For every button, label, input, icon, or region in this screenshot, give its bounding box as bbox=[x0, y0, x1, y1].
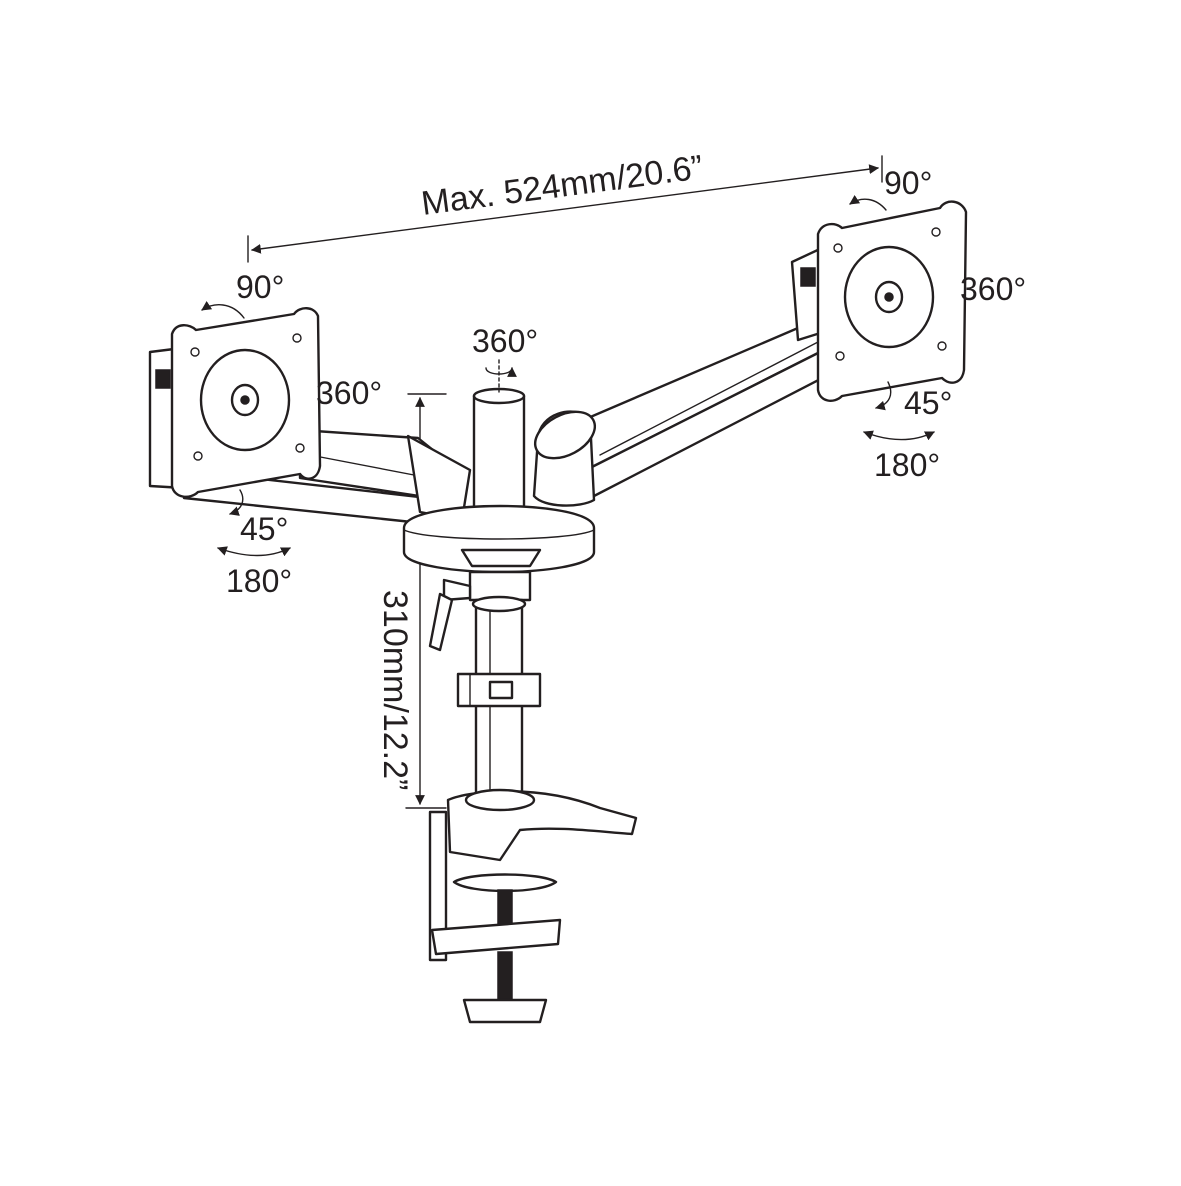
right-swivel-label: 360° bbox=[960, 271, 1026, 307]
clamp-lower-plate bbox=[430, 918, 562, 956]
top-pole bbox=[472, 394, 526, 518]
right-vesa-hole bbox=[835, 351, 845, 361]
left-vesa-hole bbox=[292, 333, 302, 343]
width-dimension-label: Max. 524mm/20.6” bbox=[419, 148, 705, 223]
left-vesa-plate bbox=[170, 307, 322, 498]
left-vesa-bolt bbox=[240, 395, 250, 405]
right-rotation-label: 90° bbox=[884, 165, 932, 201]
clamp-knob bbox=[462, 998, 548, 1024]
right-vesa-hole bbox=[937, 341, 947, 351]
left-vesa-hole bbox=[190, 347, 200, 357]
height-stop-screw bbox=[488, 680, 514, 700]
labels: 90° 360° 45° 180° 360° 90° 360° 45° 180° bbox=[226, 165, 1026, 599]
right-arm bbox=[532, 246, 836, 507]
left-tilt-label: 45° bbox=[240, 511, 288, 547]
right-vesa-hole bbox=[833, 243, 843, 253]
right-vesa-plate bbox=[816, 200, 968, 402]
pole-ring bbox=[471, 595, 527, 613]
right-arm-joint-cap bbox=[534, 410, 596, 460]
base-socket bbox=[464, 788, 536, 812]
right-tilt-arrow bbox=[875, 381, 892, 411]
width-dimension-line bbox=[251, 164, 879, 254]
right-vesa-hole bbox=[931, 227, 941, 237]
top-pole-cap bbox=[472, 387, 526, 405]
right-pan-label: 180° bbox=[874, 447, 940, 483]
collar-edge bbox=[403, 529, 595, 540]
lever-pivot bbox=[442, 578, 472, 602]
right-tilt-label: 45° bbox=[904, 385, 952, 421]
width-dimension: Max. 524mm/20.6” bbox=[247, 148, 883, 263]
left-tilt-arrow bbox=[229, 489, 244, 516]
clamp-top-pad bbox=[452, 873, 558, 893]
motion-arrows bbox=[201, 195, 935, 557]
left-pan-label: 180° bbox=[226, 563, 292, 599]
left-hinge-knob bbox=[155, 369, 171, 389]
pole-rotation-label: 360° bbox=[472, 323, 538, 359]
right-vesa-bolt bbox=[884, 292, 894, 302]
lever-handle bbox=[428, 592, 454, 652]
center-column bbox=[402, 387, 596, 802]
height-dimension-label: 310mm/12.2” bbox=[376, 590, 414, 790]
clamp-screw-lower bbox=[497, 951, 513, 1003]
left-pan-arrow bbox=[217, 546, 291, 557]
desk-clamp bbox=[428, 788, 638, 1024]
left-rotation-label: 90° bbox=[236, 269, 284, 305]
left-vesa-hole bbox=[193, 451, 203, 461]
collar-clamp bbox=[460, 548, 542, 568]
left-vesa-hole bbox=[295, 443, 305, 453]
left-swivel-label: 360° bbox=[316, 375, 382, 411]
right-rotation-arrow bbox=[849, 195, 887, 211]
right-hinge-knob bbox=[800, 267, 816, 287]
right-pan-arrow bbox=[863, 430, 935, 441]
right-arm-groove bbox=[599, 341, 819, 456]
clamp-back-plate bbox=[428, 810, 448, 962]
left-rotation-arrow bbox=[201, 301, 245, 319]
collar-neck bbox=[468, 570, 532, 602]
